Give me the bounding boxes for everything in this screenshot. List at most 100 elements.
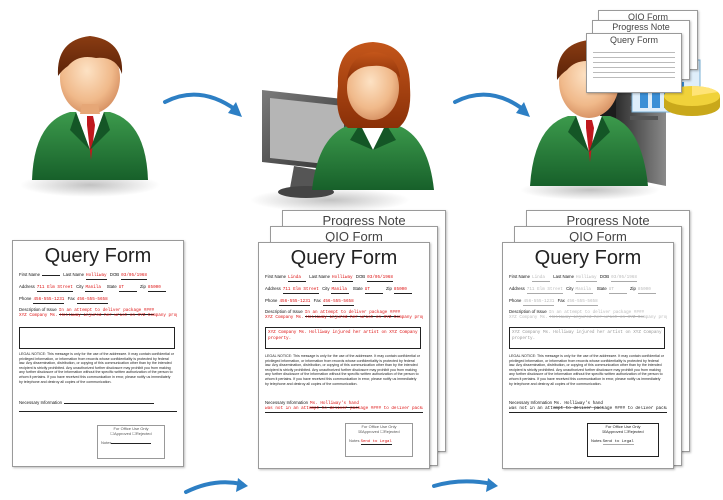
first-name-label: First Name — [265, 274, 287, 279]
necessary-info-value[interactable]: Ms. Holliway's hand — [554, 401, 603, 408]
address-value[interactable]: 711 Elm Street — [36, 285, 73, 292]
necessary-info-value[interactable]: Ms. Holliway's hand — [310, 401, 359, 408]
fax-label: Fax — [557, 298, 565, 303]
last-name-value[interactable]: Holliway — [576, 275, 597, 282]
office-use-box: For Office Use Only ☒Approved ☐Rejected … — [587, 423, 659, 457]
state-value[interactable]: UT — [364, 287, 383, 294]
approved-checkbox[interactable]: ☒ — [358, 429, 362, 434]
legal-notice: LEGAL NOTICE: This message is only for t… — [509, 354, 665, 386]
approved-label: Approved — [361, 429, 380, 434]
city-value[interactable]: Manila — [575, 287, 594, 294]
necessary-info-label: Necessary Information — [19, 400, 62, 405]
qio-form-title: QIO Form — [569, 229, 627, 244]
flow-arrow — [163, 92, 238, 112]
first-name-value[interactable]: Linda — [532, 275, 551, 282]
notes-value[interactable]: Send to Legal — [602, 440, 634, 445]
last-name-label: Last Name — [309, 274, 330, 279]
notes-value[interactable] — [111, 443, 152, 444]
rejected-label: Rejected — [135, 431, 152, 436]
first-name-value[interactable] — [42, 275, 61, 276]
query-form-title: Query Form — [44, 245, 152, 267]
flow-arrow — [432, 479, 494, 488]
address-label: Address — [19, 284, 35, 289]
notes-label: Notes — [349, 438, 360, 443]
address-value[interactable]: 711 Elm Street — [526, 287, 563, 294]
zip-value[interactable]: 85000 — [147, 285, 166, 292]
city-label: City — [322, 286, 330, 291]
rejected-checkbox[interactable]: ☐ — [132, 431, 136, 436]
dob-label: DOB — [355, 274, 366, 279]
progress-note-title: Progress Note — [566, 213, 650, 228]
city-value[interactable]: Manila — [85, 285, 104, 292]
description-value[interactable]: In an attempt to deliver package #### — [58, 308, 155, 315]
state-value[interactable]: UT — [118, 285, 137, 292]
necessary-info-value-line2[interactable]: was not in an attempt to deliver package… — [265, 406, 423, 413]
necessary-info-value-line2[interactable]: was not in an attempt to deliver package… — [509, 406, 667, 413]
phone-value[interactable]: 456-555-1231 — [523, 299, 555, 306]
zip-value[interactable]: 85000 — [637, 287, 656, 294]
approved-checkbox[interactable]: ☐ — [110, 431, 114, 436]
phone-value[interactable]: 456-555-1231 — [279, 299, 311, 306]
approved-label: Approved — [605, 429, 624, 434]
office-use-label: For Office Use Only — [361, 424, 397, 429]
approved-label: Approved — [113, 431, 132, 436]
description-value-line2[interactable]: XYZ Company Ms. Holliway injured her wri… — [19, 313, 177, 318]
legal-notice: LEGAL NOTICE: This message is only for t… — [265, 354, 421, 386]
office-use-label: For Office Use Only — [605, 424, 641, 429]
address-label: Address — [265, 286, 281, 291]
rejected-label: Rejected — [383, 429, 400, 434]
mini-progress-title: Progress Note — [612, 22, 670, 32]
dob-value[interactable]: 03/05/1968 — [121, 273, 147, 280]
fax-value[interactable]: 456-555-5658 — [566, 299, 598, 306]
first-name-label: First Name — [19, 272, 41, 277]
notes-value[interactable]: Send to Legal — [360, 440, 392, 445]
zip-value[interactable]: 85000 — [393, 287, 412, 294]
state-value[interactable]: UT — [608, 287, 627, 294]
query-form-title: Query Form — [290, 247, 398, 269]
description-value-line2[interactable]: XYZ Company Ms. Holliway injured her wri… — [509, 315, 667, 320]
legal-notice: LEGAL NOTICE: This message is only for t… — [19, 352, 175, 384]
office-use-box: For Office Use Only ☐Approved ☐Rejected … — [97, 425, 165, 459]
fax-value[interactable]: 456-555-5658 — [322, 299, 354, 306]
approved-checkbox[interactable]: ☒ — [602, 429, 606, 434]
first-name-value[interactable]: Linda — [288, 275, 307, 282]
state-label: State — [596, 286, 607, 291]
description-value[interactable]: In an attempt to deliver package #### — [548, 310, 645, 317]
description-box[interactable] — [19, 327, 175, 349]
address-value[interactable]: 711 Elm Street — [282, 287, 319, 294]
city-value[interactable]: Manila — [331, 287, 350, 294]
necessary-info-label: Necessary Information — [509, 400, 552, 405]
description-box[interactable]: XYZ Company Ms. Holliway injured her art… — [509, 327, 665, 349]
necessary-info-value[interactable] — [64, 403, 154, 404]
dob-value[interactable]: 03/05/1968 — [611, 275, 637, 282]
female-user-icon — [312, 42, 434, 190]
phone-value[interactable]: 456-555-1231 — [33, 297, 65, 304]
description-value-line2[interactable]: XYZ Company Ms. Holliway injured her wri… — [265, 315, 423, 320]
zip-label: Zip — [385, 286, 392, 291]
state-label: State — [106, 284, 117, 289]
fax-label: Fax — [313, 298, 321, 303]
first-name-label: First Name — [509, 274, 531, 279]
zip-label: Zip — [629, 286, 636, 291]
dob-value[interactable]: 03/05/1968 — [367, 275, 393, 282]
office-use-box: For Office Use Only ☒Approved ☐Rejected … — [345, 423, 413, 457]
description-value[interactable]: In an attempt to deliver package #### — [304, 310, 401, 317]
mini-form-lines — [593, 48, 675, 78]
necessary-info-line — [19, 409, 177, 412]
last-name-value[interactable]: Holliway — [86, 273, 107, 280]
description-label: Description of Issue — [19, 307, 57, 312]
last-name-value[interactable]: Holliway — [332, 275, 353, 282]
description-box[interactable]: XYZ Company Ms. Holliway injured her art… — [265, 327, 421, 349]
description-label: Description of Issue — [509, 309, 547, 314]
last-name-label: Last Name — [553, 274, 574, 279]
progress-note-title: Progress Note — [322, 213, 406, 228]
zip-label: Zip — [139, 284, 146, 289]
rejected-label: Rejected — [627, 429, 644, 434]
office-use-label: For Office Use Only — [113, 426, 149, 431]
city-label: City — [566, 286, 574, 291]
rejected-checkbox[interactable]: ☐ — [380, 429, 384, 434]
rejected-checkbox[interactable]: ☐ — [624, 429, 628, 434]
fax-value[interactable]: 456-555-5658 — [76, 297, 108, 304]
male-user-icon — [20, 36, 160, 197]
